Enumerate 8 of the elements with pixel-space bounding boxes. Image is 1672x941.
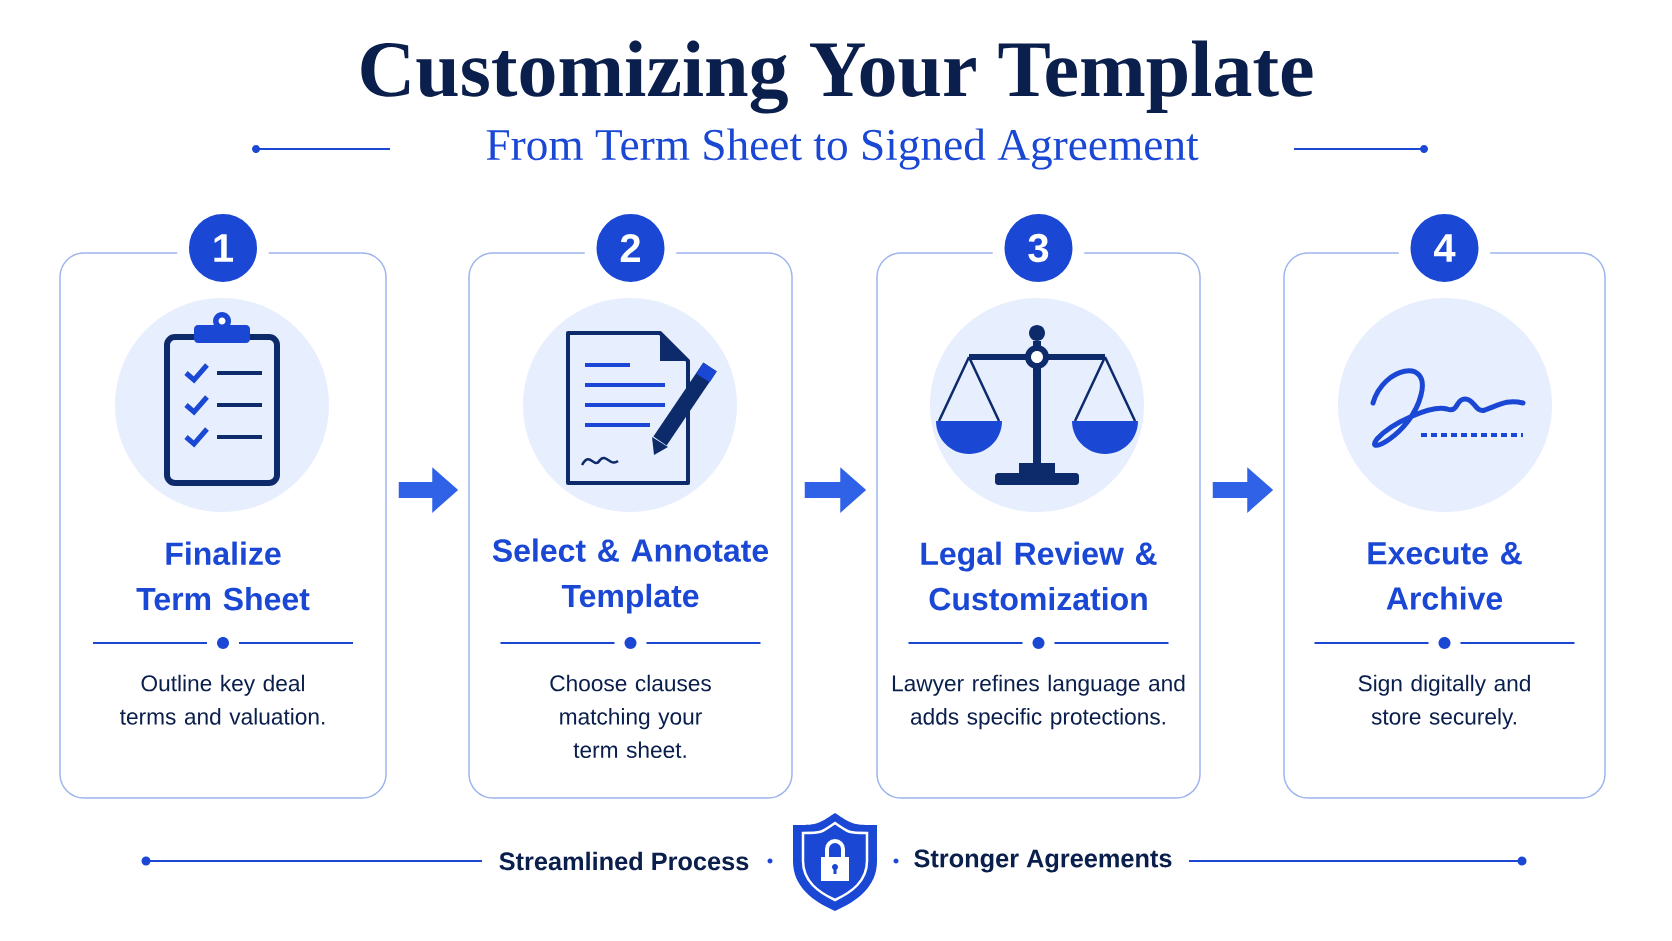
title: Customizing Your Template: [361, 40, 1313, 114]
footer-text: Streamlined Process: [499, 851, 749, 871]
step-card: 4 Execute & Archive Sign digitally and store securely.: [1283, 202, 1606, 799]
subtitle: From Term Sheet to Signed Agreement: [486, 128, 1199, 170]
step-card: 1 Finalize Term Sheet Outline key deal terms and valuation.: [59, 202, 387, 799]
footer-text: Stronger Agreements: [914, 849, 1172, 873]
step-card: 3 Legal Review & Customization Lawyer refines language and adds specific protections.: [876, 202, 1201, 799]
step-card: 2 Select & Annotate Template Choose clauses matching your term sheet.: [468, 202, 793, 799]
